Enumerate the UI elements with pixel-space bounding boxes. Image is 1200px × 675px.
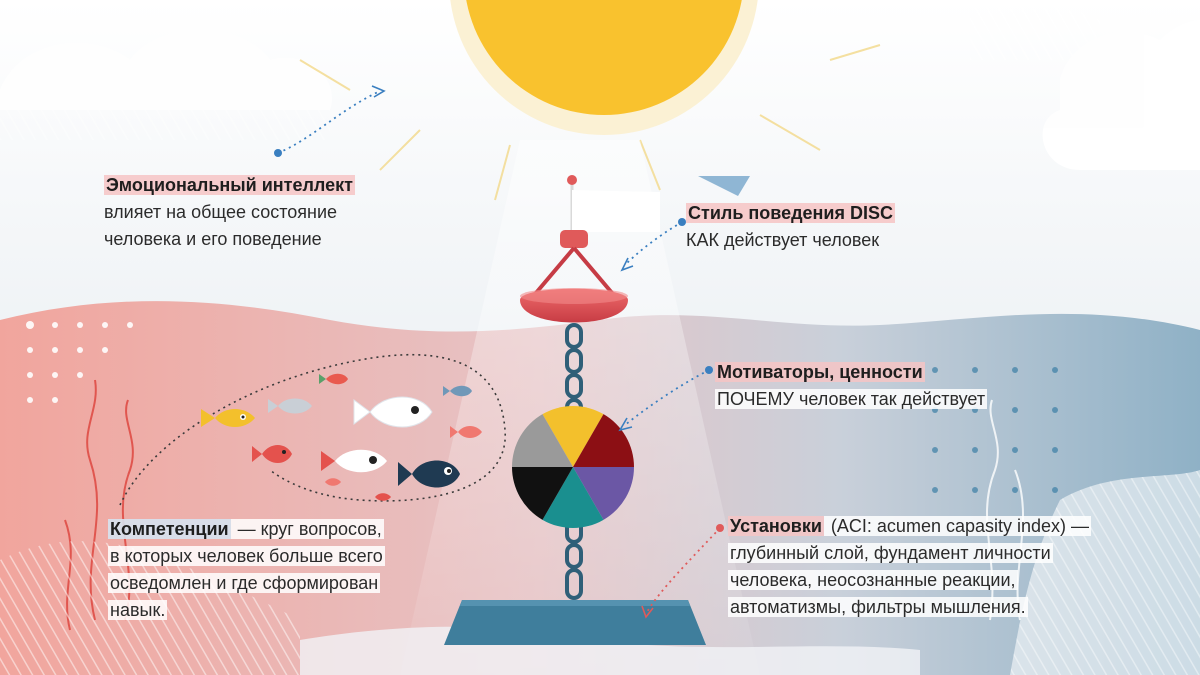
fish-school-outline xyxy=(119,354,506,506)
fish-white-medium xyxy=(321,449,387,473)
label-attitudes: Установки (ACI: acumen capasity index) —… xyxy=(728,513,1092,621)
competencies-line-1: в которых человек больше всего xyxy=(108,546,385,566)
buoy xyxy=(520,230,628,323)
fish-red-2 xyxy=(450,426,482,438)
wheel-slice xyxy=(512,467,573,520)
disc-title: Стиль поведения DISC xyxy=(686,203,895,223)
connector-attitudes xyxy=(641,524,724,619)
label-motivators: Мотиваторы, ценности ПОЧЕМУ человек так … xyxy=(715,359,988,413)
fish-green-small xyxy=(319,373,348,385)
label-disc: Стиль поведения DISC КАК действует челов… xyxy=(686,200,895,254)
attitudes-line-1: глубинный слой, фундамент личности xyxy=(728,543,1053,563)
motivators-line-1: ПОЧЕМУ человек так действует xyxy=(715,389,988,409)
dot-grid-right xyxy=(932,367,1058,493)
motivators-title: Мотиваторы, ценности xyxy=(715,362,925,382)
pennant xyxy=(698,176,750,196)
wheel-slice xyxy=(542,406,604,467)
fish-group xyxy=(201,373,482,501)
competencies-title: Компетенции xyxy=(108,519,231,539)
fish-blue-small xyxy=(443,385,472,397)
wheel-slice xyxy=(542,467,604,528)
sun-rays xyxy=(299,44,881,201)
eq-line-2: человека и его поведение xyxy=(104,229,322,249)
competencies-line-3: навык. xyxy=(108,600,168,620)
label-competencies: Компетенции — круг вопросов, в которых ч… xyxy=(108,516,385,624)
eq-title: Эмоциональный интеллект xyxy=(104,175,355,195)
connector-disc xyxy=(620,218,686,272)
fish-gray-small xyxy=(268,398,312,414)
fish-navy xyxy=(398,460,460,488)
flag xyxy=(567,175,660,235)
fish-red-1 xyxy=(252,445,292,463)
wheel-slice xyxy=(573,467,634,520)
competencies-line-2: осведомлен и где сформирован xyxy=(108,573,381,593)
competencies-dash: — круг вопросов, xyxy=(230,519,384,539)
connector-eq xyxy=(274,85,386,157)
attitudes-line-3: автоматизмы, фильтры мышления. xyxy=(728,597,1028,617)
fish-white-large xyxy=(353,396,433,428)
fish-tiny-2 xyxy=(375,493,391,501)
anchor-base xyxy=(444,600,706,645)
wheel-slice xyxy=(512,414,573,467)
connector-motivators xyxy=(618,366,713,432)
fish-yellow xyxy=(201,409,255,427)
disc-wheel xyxy=(512,406,634,528)
label-emotional-intelligence: Эмоциональный интеллект влияет на общее … xyxy=(104,172,355,253)
attitudes-line-2: человека, неосознанные реакции, xyxy=(728,570,1018,590)
cloud-right xyxy=(970,3,1200,170)
attitudes-title: Установки xyxy=(728,516,824,536)
attitudes-title-rest: (ACI: acumen capasity index) — xyxy=(823,516,1092,536)
wheel-slice xyxy=(573,414,634,467)
disc-line-1: КАК действует человек xyxy=(686,230,880,250)
dot-grid-left xyxy=(26,321,133,403)
fish-tiny-1 xyxy=(325,478,341,486)
cloud-left xyxy=(0,30,332,140)
eq-line-1: влияет на общее состояние xyxy=(104,202,338,222)
